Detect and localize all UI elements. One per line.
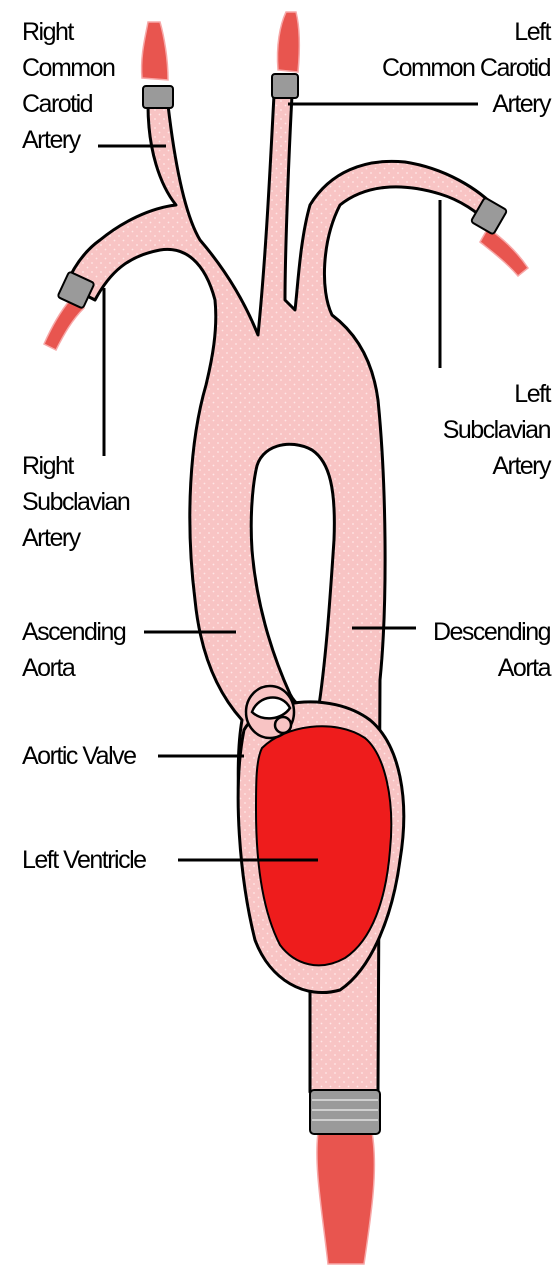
label-left-ventricle: Left Ventricle: [22, 842, 146, 878]
label-line: Aortic Valve: [22, 738, 136, 774]
left-carotid-band: [272, 74, 298, 98]
label-line: Right: [22, 448, 129, 484]
left-ventricle-chamber: [256, 726, 391, 965]
aortic-valve: [246, 686, 294, 738]
label-right-common-carotid: Right Common Carotid Artery: [22, 14, 114, 158]
label-line: Artery: [22, 122, 114, 158]
label-line: Left: [443, 376, 550, 412]
label-line: Carotid: [22, 86, 114, 122]
label-descending-aorta: Descending Aorta: [433, 614, 550, 686]
label-left-common-carotid: Left Common Carotid Artery: [382, 14, 550, 122]
right-subclavian-end: [44, 300, 84, 350]
label-line: Left Ventricle: [22, 842, 146, 878]
label-line: Left: [382, 14, 550, 50]
label-left-subclavian: Left Subclavian Artery: [443, 376, 550, 484]
label-line: Ascending: [22, 614, 125, 650]
label-line: Descending: [433, 614, 550, 650]
label-right-subclavian: Right Subclavian Artery: [22, 448, 129, 556]
left-carotid-end: [277, 12, 299, 72]
label-line: Artery: [443, 448, 550, 484]
aorta-end: [317, 1132, 375, 1264]
label-line: Aorta: [22, 650, 125, 686]
label-line: Aorta: [433, 650, 550, 686]
right-carotid-end: [142, 22, 168, 80]
label-line: Artery: [382, 86, 550, 122]
label-line: Common: [22, 50, 114, 86]
label-line: Artery: [22, 520, 129, 556]
label-line: Subclavian: [22, 484, 129, 520]
label-aortic-valve: Aortic Valve: [22, 738, 136, 774]
label-ascending-aorta: Ascending Aorta: [22, 614, 125, 686]
label-line: Subclavian: [443, 412, 550, 448]
left-subclavian-end: [480, 228, 528, 276]
right-carotid-band: [143, 86, 173, 108]
aorta-end-band: [310, 1090, 380, 1134]
label-line: Right: [22, 14, 114, 50]
label-line: Common Carotid: [382, 50, 550, 86]
